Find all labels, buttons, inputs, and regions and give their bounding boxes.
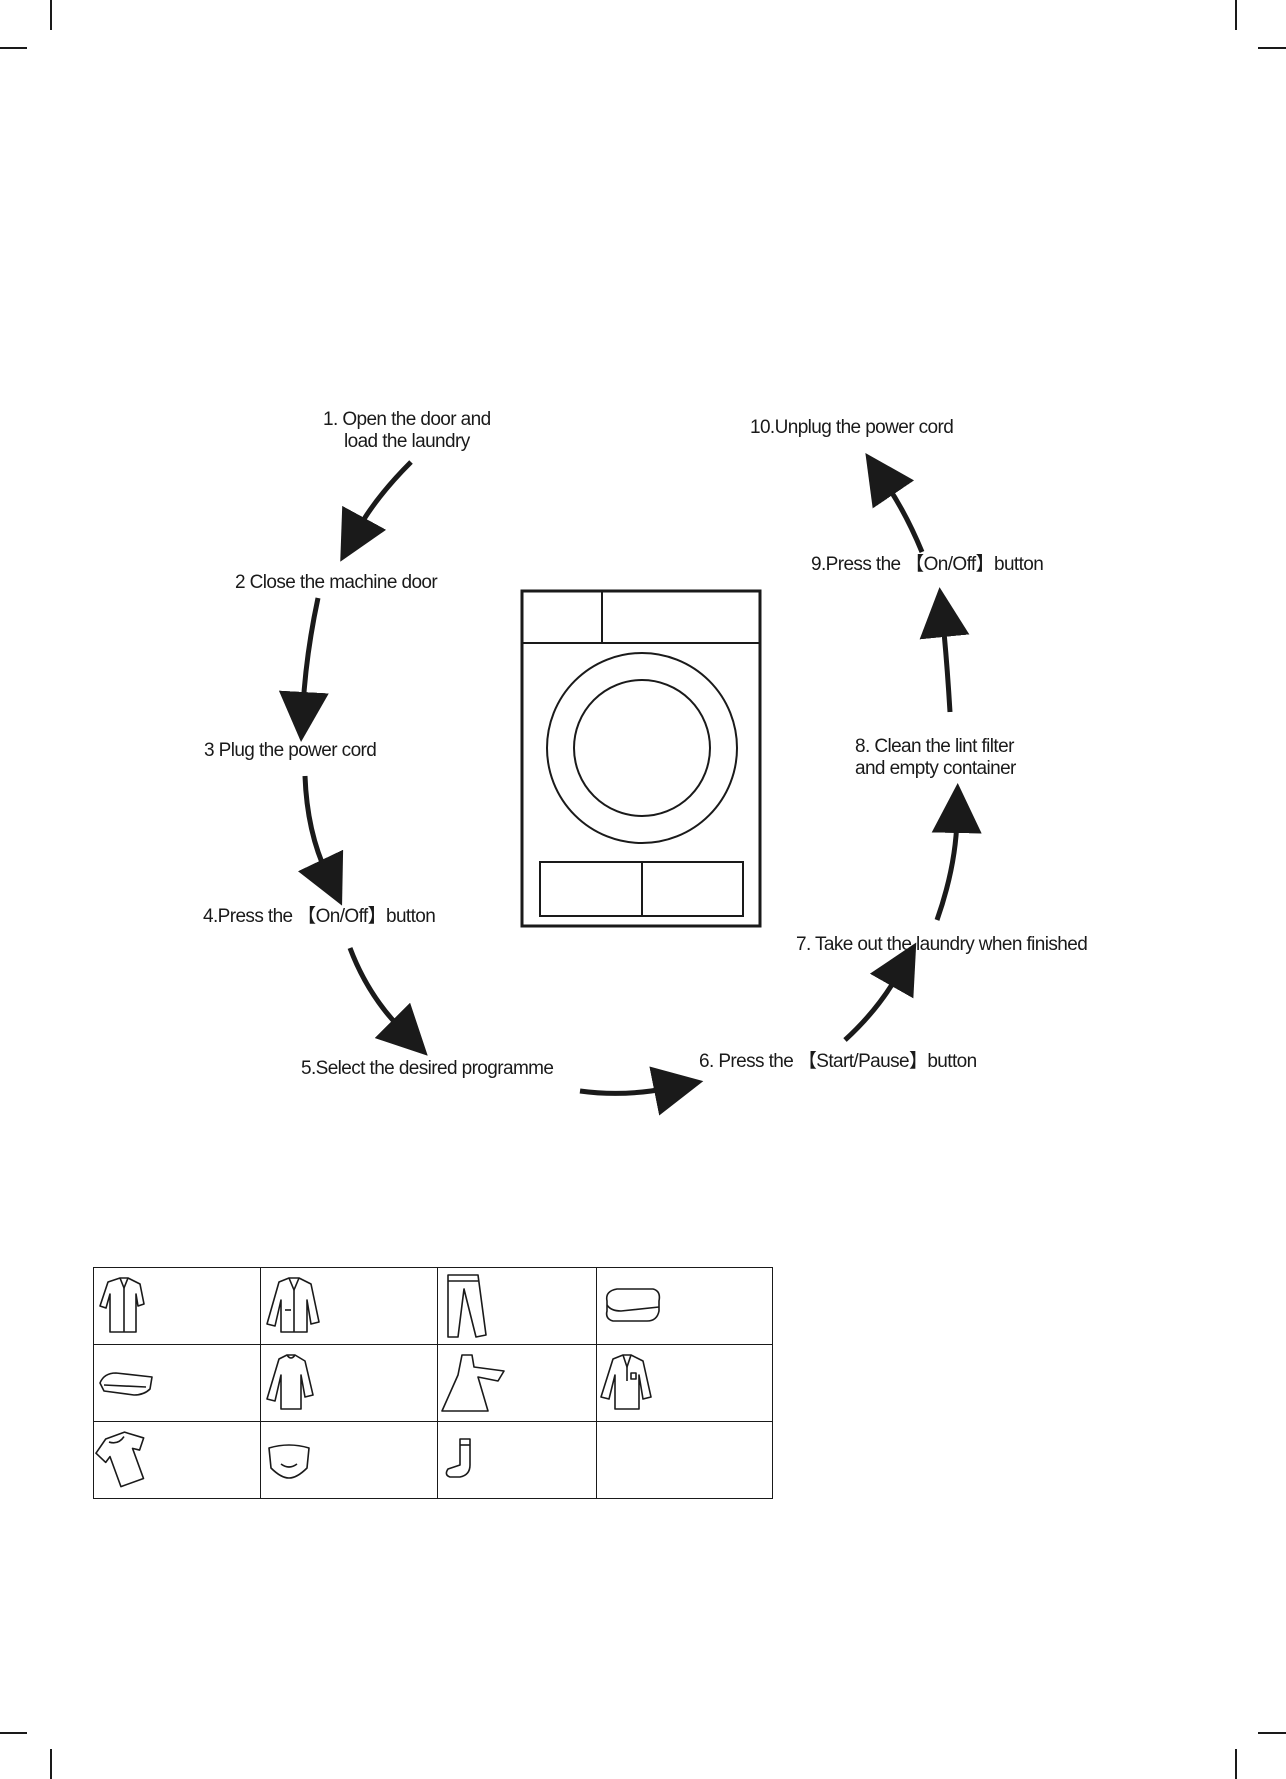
arrow-step-2-to-3 [278, 597, 329, 742]
crop-mark [1235, 1749, 1237, 1779]
grid-cell [260, 1267, 438, 1345]
socks-icon [445, 1438, 471, 1478]
underwear-icon [268, 1444, 310, 1479]
dress-icon [441, 1354, 505, 1412]
arrow-step-3-to-4 [297, 775, 344, 906]
grid-cell [93, 1421, 261, 1499]
step-8-line-1: 8. Clean the lint filter [855, 736, 1014, 757]
grid-cell [93, 1267, 261, 1345]
step-5-line-1: 5.Select the desired programme [301, 1058, 554, 1079]
arrow-step-5-to-6 [579, 1066, 704, 1116]
arrow-step-4-to-5 [347, 947, 428, 1056]
grid-row [93, 1344, 773, 1422]
step-8-line-2: and empty container [855, 758, 1016, 779]
dryer-door-outer [546, 652, 738, 844]
dryer-machine [520, 589, 762, 928]
grid-cell [437, 1344, 597, 1422]
step-7-line-1: 7. Take out the laundry when finished [796, 934, 1088, 955]
grid-row [93, 1267, 773, 1345]
step-4-line-1: 4.Press the 【On/Off】button [203, 906, 436, 927]
crop-mark [1258, 1732, 1286, 1734]
grid-cell [596, 1267, 773, 1345]
step-6-label: 6. Press the 【Start/Pause】button [699, 1051, 977, 1073]
crop-mark [1258, 47, 1286, 49]
jacket-icon [266, 1277, 320, 1333]
step-1-line-2: load the laundry [344, 431, 470, 452]
laundry-icon-grid [93, 1267, 773, 1499]
arrow-step-9-to-10 [865, 453, 925, 553]
dryer-body [520, 589, 762, 928]
crop-mark [50, 0, 52, 30]
grid-cell-empty [596, 1421, 773, 1499]
step-3-label: 3 Plug the power cord [204, 740, 377, 762]
arrow-step-1-to-2 [340, 460, 413, 562]
grid-cell [437, 1421, 597, 1499]
grid-cell [260, 1344, 438, 1422]
dryer-door-inner [573, 679, 711, 817]
step-3-line-1: 3 Plug the power cord [204, 740, 377, 761]
grid-row [93, 1421, 773, 1499]
trousers-icon [447, 1274, 487, 1338]
step-8-label: 8. Clean the lint filter and empty conta… [855, 736, 1016, 780]
grid-cell [596, 1344, 773, 1422]
crop-mark [1235, 0, 1237, 30]
step-1-label: 1. Open the door and load the laundry [323, 409, 491, 453]
grid-cell [437, 1267, 597, 1345]
step-1-line-1: 1. Open the door and [323, 409, 491, 430]
arrow-step-6-to-7 [843, 942, 917, 1042]
crop-mark [0, 47, 27, 49]
step-10-line-1: 10.Unplug the power cord [750, 417, 954, 438]
flat-towel-icon [99, 1372, 153, 1396]
shirt-icon [99, 1277, 145, 1333]
t-shirt-icon [95, 1431, 145, 1488]
step-9-line-1: 9.Press the 【On/Off】button [811, 554, 1044, 575]
step-2-label: 2 Close the machine door [235, 572, 438, 594]
arrow-step-7-to-8 [931, 783, 982, 921]
step-2-line-1: 2 Close the machine door [235, 572, 438, 593]
step-6-line-1: 6. Press the 【Start/Pause】button [699, 1051, 977, 1072]
long-sleeve-top-icon [266, 1354, 314, 1410]
crop-mark [0, 1732, 27, 1734]
step-10-label: 10.Unplug the power cord [750, 417, 954, 439]
polo-shirt-icon [600, 1354, 652, 1410]
arrow-step-8-to-9 [919, 587, 970, 713]
step-7-label: 7. Take out the laundry when finished [796, 934, 1088, 956]
grid-cell [260, 1421, 438, 1499]
crop-mark [50, 1749, 52, 1779]
step-9-label: 9.Press the 【On/Off】button [811, 554, 1044, 576]
grid-cell [93, 1344, 261, 1422]
step-5-label: 5.Select the desired programme [301, 1058, 554, 1080]
step-4-label: 4.Press the 【On/Off】button [203, 906, 436, 928]
folded-towel-icon [605, 1288, 661, 1322]
